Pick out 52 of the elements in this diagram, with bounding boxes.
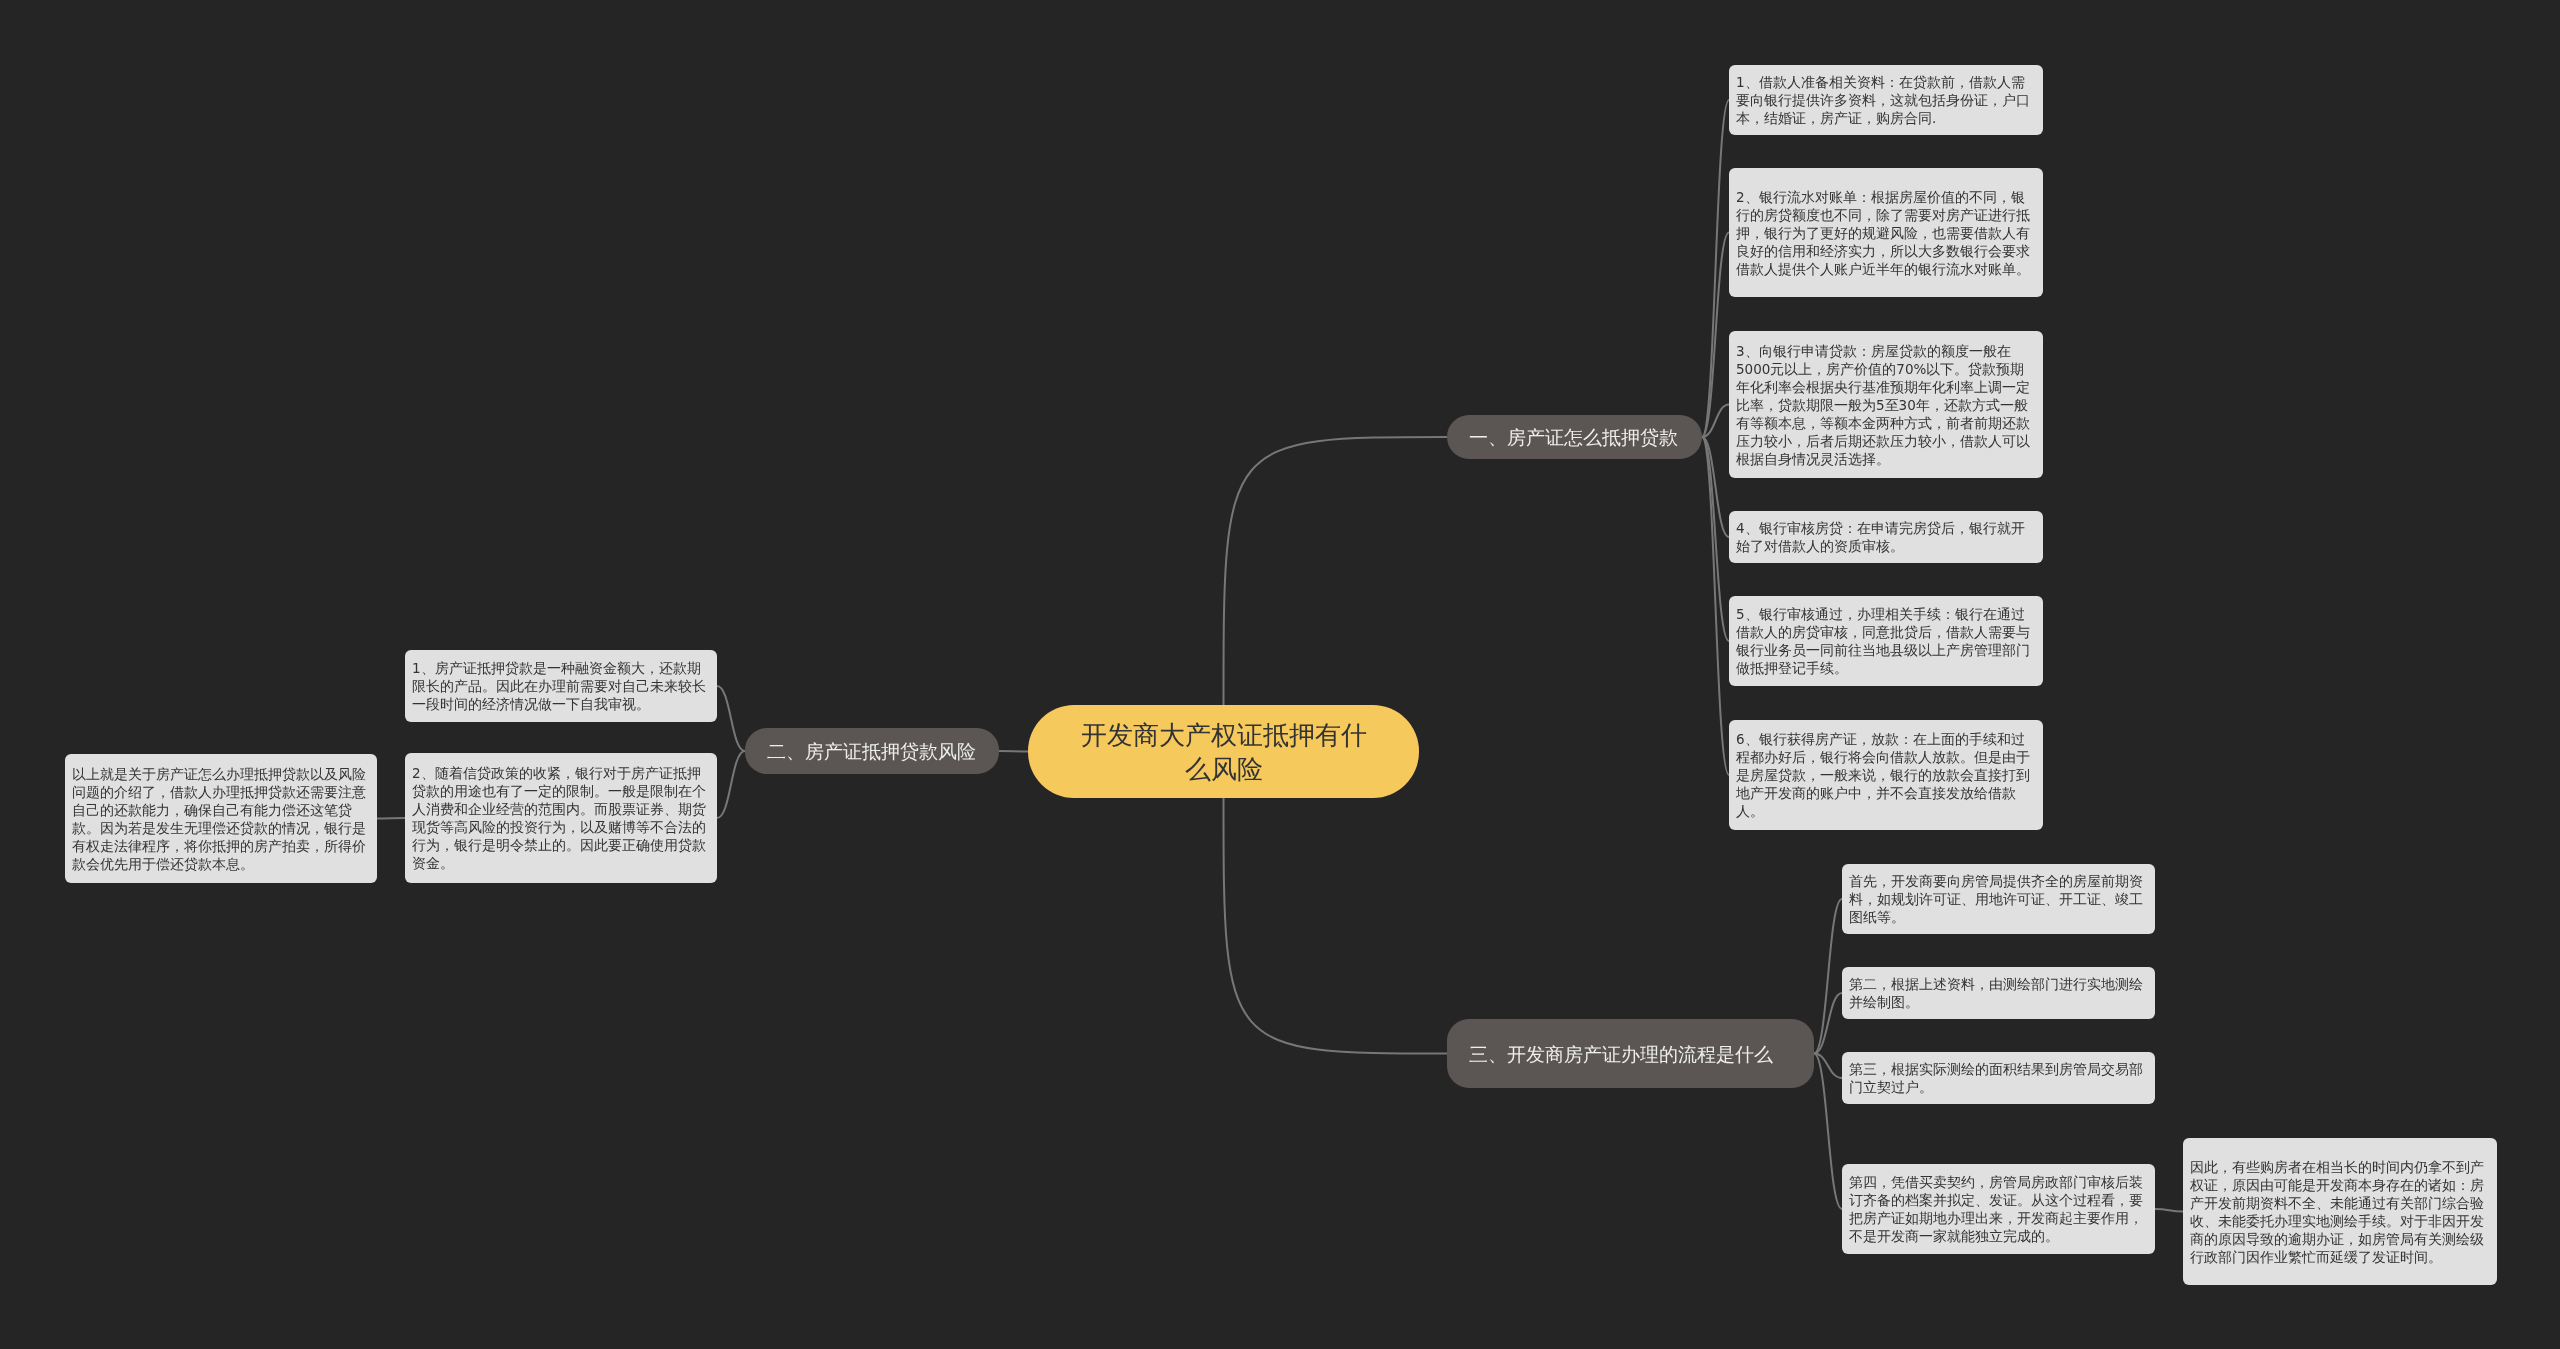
topic-text: 2、银行流水对账单：根据房屋价值的不同，银行的房贷额度也不同，除了需要对房产证进行抵押，银行为了更好的规避风险，也需要借款人有良好的信用和经济实力，所以大多数银行会要求借款人提供个人账户近半年的银行流水对账单。 <box>1736 187 2031 278</box>
note-card <box>1842 864 2155 934</box>
topic-text: 2、随着信贷政策的收紧，银行对于房产证抵押贷款的用途也有了一定的限制。一般是限制在个人消费和企业经营的范围内。而股票证券、期货现货等高风险的投资行为，以及赌博等不合法的行为，银行是明令禁止的。因此要正确使用贷款资金。 <box>412 764 707 872</box>
topic-text: 第三，根据实际测绘的面积结果到房管局交易部门立契过户。 <box>1849 1060 2144 1096</box>
topic-text: 5、银行审核通过，办理相关手续：银行在通过借款人的房贷审核，同意批贷后，借款人需要与银行业务员一同前往当地县级以上产房管理部门做抵押登记手续。 <box>1736 605 2031 677</box>
connector-line <box>1813 992 1843 1055</box>
connector-line <box>1701 99 1730 438</box>
note-card <box>65 754 377 883</box>
note-card <box>1729 331 2043 478</box>
connector-line <box>1701 436 1730 776</box>
topic-text: 开发商大产权证抵押有什么风险 <box>1079 718 1368 786</box>
connector-line <box>1813 1052 1843 1210</box>
connector-line <box>998 750 1029 753</box>
branch-topic <box>1447 1019 1814 1088</box>
topic-text: 4、银行审核房贷：在申请完房贷后，银行就开始了对借款人的资质审核。 <box>1736 519 2026 555</box>
connector-line <box>2154 1208 2184 1213</box>
connector-line <box>376 817 406 820</box>
note-card <box>1729 65 2043 135</box>
connector-line <box>1222 436 1448 706</box>
topic-text: 第二，根据上述资料，由测绘部门进行实地测绘并绘制图。 <box>1849 975 2144 1011</box>
connector-line <box>1701 403 1730 438</box>
note-card <box>1842 1164 2155 1254</box>
topic-text: 三、开发商房产证办理的流程是什么 <box>1469 1041 1773 1067</box>
note-card <box>405 753 717 883</box>
note-card <box>1842 967 2155 1019</box>
note-card <box>1729 596 2043 686</box>
note-card <box>1729 720 2043 830</box>
topic-text: 因此，有些购房者在相当长的时间内仍拿不到产权证，原因由可能是开发商本身存在的诸如：房产开发前期资料不全、未能通过有关部门综合验收、未能委托办理实地测绘手续。对于非因开发商的原因导致的逾期办证，如房管局有关测绘级行政部门因作业繁忙而延缓了发证时间。 <box>2190 1157 2485 1266</box>
topic-text: 第四，凭借买卖契约，房管局房政部门审核后装订齐备的档案并拟定、发证。从这个过程看，要把房产证如期地办理出来，开发商起主要作用，不是开发商一家就能独立完成的。 <box>1849 1173 2144 1245</box>
connector-line <box>1701 436 1730 642</box>
connector-line <box>716 685 746 752</box>
branch-topic <box>745 728 999 774</box>
connector-line <box>1813 1052 1843 1079</box>
topic-text: 1、房产证抵押贷款是一种融资金额大，还款期限长的产品。因此在办理前需要对自己未来较长一段时间的经济情况做一下自我审视。 <box>412 659 707 713</box>
branch-topic <box>1447 415 1702 459</box>
note-card <box>405 650 717 722</box>
connector-line <box>1701 231 1730 438</box>
note-card <box>2183 1138 2497 1285</box>
topic-text: 1、借款人准备相关资料：在贷款前，借款人需要向银行提供许多资料，这就包括身份证，户口本，结婚证，房产证，购房合同. <box>1736 73 2031 127</box>
topic-text: 首先，开发商要向房管局提供齐全的房屋前期资料，如规划许可证、用地许可证、开工证、竣工图纸等。 <box>1849 872 2144 926</box>
note-card <box>1729 168 2043 297</box>
note-card <box>1729 511 2043 563</box>
topic-text: 3、向银行申请贷款：房屋贷款的额度一般在5000元以上，房产价值的70%以下。贷款预期年化利率会根据央行基准预期年化利率上调一定比率，贷款期限一般为5至30年，还款方式一般有等额本息，等额本金两种方式，前者前期还款压力较小，后者后期还款压力较小，借款人可以根据自身情况灵活选择。 <box>1736 341 2031 468</box>
topic-text: 二、房产证抵押贷款风险 <box>767 739 976 764</box>
connector-line <box>716 750 746 819</box>
topic-text: 6、银行获得房产证，放款：在上面的手续和过程都办好后，银行将会向借款人放款。但是由于是房屋贷款，一般来说，银行的放款会直接打到地产开发商的账户中，并不会直接发放给借款人。 <box>1736 730 2031 820</box>
connector-line <box>1222 797 1448 1055</box>
topic-text: 一、房产证怎么抵押贷款 <box>1469 425 1678 450</box>
connector-line <box>1813 898 1843 1055</box>
topic-text: 以上就是关于房产证怎么办理抵押贷款以及风险问题的介绍了，借款人办理抵押贷款还需要注意自己的还款能力，确保自己有能力偿还这笔贷款。因为若是发生无理偿还贷款的情况，银行是有权走法律程序，将你抵押的房产拍卖，所得价款会优先用于偿还贷款本息。 <box>72 764 367 873</box>
connector-line <box>1701 436 1730 538</box>
note-card <box>1842 1052 2155 1104</box>
